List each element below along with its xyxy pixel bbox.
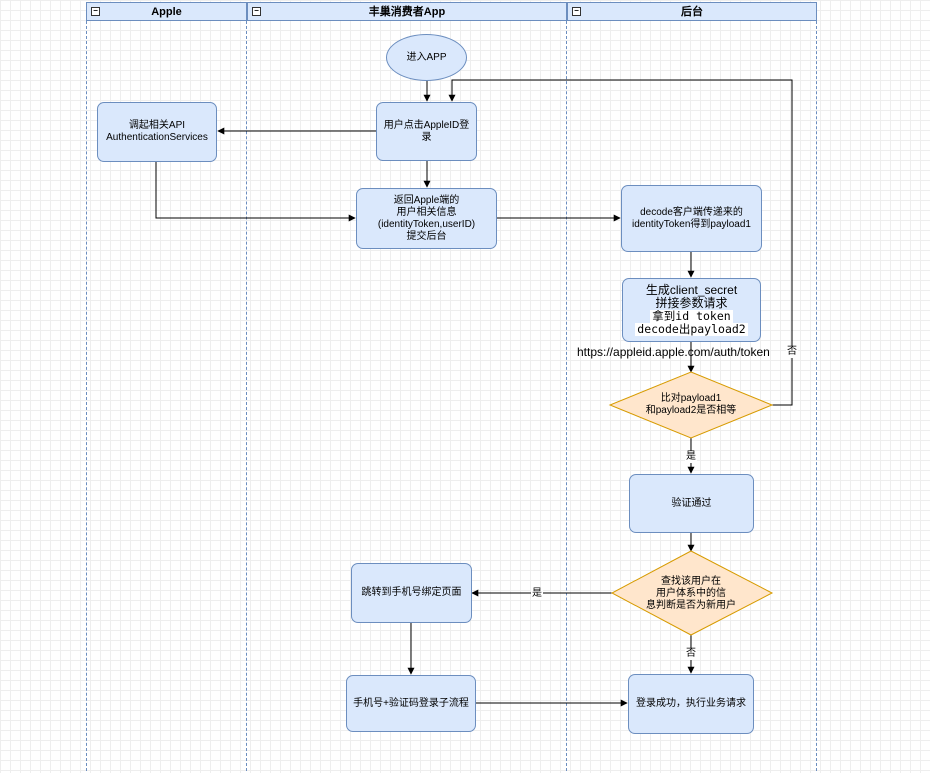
collapse-icon[interactable]: − <box>252 7 261 16</box>
jump-bind-phone-node[interactable]: 跳转到手机号绑定页面 <box>351 563 472 623</box>
generate-secret-line: 拼接参数请求 <box>655 296 728 310</box>
find-no-label: 否 <box>685 648 697 660</box>
phone-login-node[interactable]: 手机号+验证码登录子流程 <box>346 675 476 732</box>
decode-token-node[interactable]: decode客户端传递来的 identityToken得到payload1 <box>621 185 762 252</box>
token-url-label: https://appleid.apple.com/auth/token <box>577 345 770 359</box>
compare-yes-label: 是 <box>685 451 697 463</box>
return-info-node[interactable]: 返回Apple端的 用户相关信息 (identityToken,userID) … <box>356 188 497 249</box>
invoke-api-node[interactable]: 调起相关API AuthenticationServices <box>97 102 217 162</box>
collapse-icon[interactable]: − <box>572 7 581 16</box>
generate-secret-node[interactable]: 生成client_secret 拼接参数请求 拿到id token decode… <box>622 278 761 342</box>
edge-compare-no-loop <box>448 79 793 406</box>
generate-secret-line: 拿到id token <box>650 309 733 323</box>
user-click-login-node[interactable]: 用户点击AppleID登 录 <box>376 102 477 161</box>
compare-decision-shape[interactable] <box>608 371 774 439</box>
lane-header-app: − 丰巢消费者App <box>247 2 567 21</box>
lane-title: Apple <box>151 6 182 18</box>
edge-api-to-return <box>155 162 356 222</box>
lane-title: 丰巢消费者App <box>368 6 446 18</box>
lane-body-backend <box>567 21 817 771</box>
lane-title: 后台 <box>681 6 703 18</box>
collapse-icon[interactable]: − <box>91 7 100 16</box>
lane-body-app <box>247 21 567 771</box>
compare-payload-text: 比对payload1 和payload2是否相等 <box>645 393 737 416</box>
generate-secret-line: decode出payload2 <box>635 322 748 336</box>
enter-app-node[interactable]: 进入APP <box>386 34 467 81</box>
find-yes-label: 是 <box>531 588 543 600</box>
login-success-node[interactable]: 登录成功，执行业务请求 <box>628 674 754 734</box>
compare-no-label: 否 <box>786 346 798 358</box>
find-user-text: 查找该用户在 用户体系中的信 息判断是否为新用户 <box>646 576 736 611</box>
find-user-decision-shape[interactable] <box>610 550 774 636</box>
generate-secret-line: 生成client_secret <box>645 283 738 297</box>
verify-pass-node[interactable]: 验证通过 <box>629 474 754 533</box>
lane-body-apple <box>86 21 247 771</box>
lane-header-apple: − Apple <box>86 2 247 21</box>
lane-header-backend: − 后台 <box>567 2 817 21</box>
